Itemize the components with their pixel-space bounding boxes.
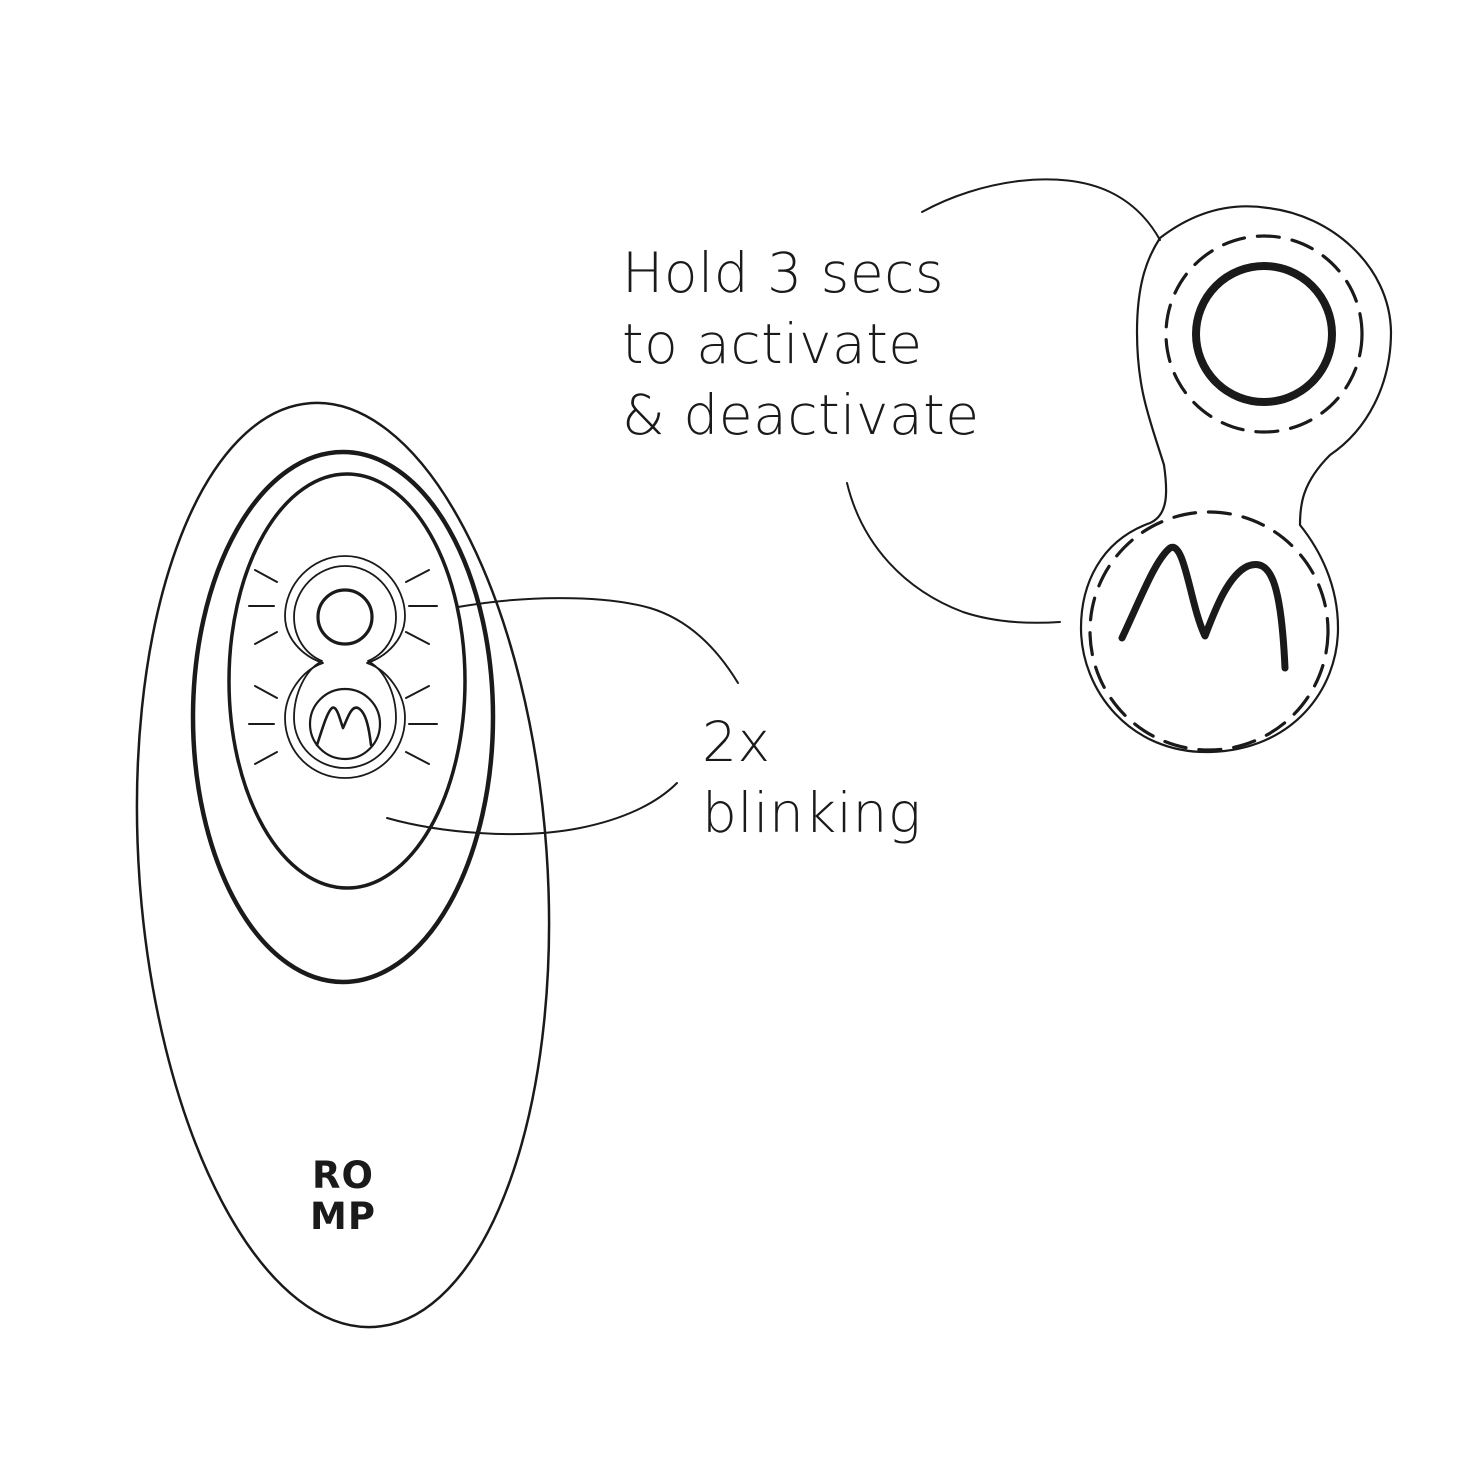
brand-logo: RO MP [300, 1155, 386, 1237]
hold-instruction-line-2: to activate [622, 312, 923, 376]
hold-callout-line-upper [921, 178, 1161, 241]
power-ring-icon-large[interactable] [1192, 262, 1336, 406]
mode-ring-dash-large [1088, 510, 1330, 752]
remote-buttons-inner-outline [293, 565, 397, 769]
blinking-callout-line [457, 597, 739, 684]
blinking-callout-line-lower [386, 782, 678, 836]
brand-logo-line-1: RO [312, 1154, 374, 1197]
mode-button-ring[interactable] [308, 687, 382, 761]
hold-instruction-text: Hold 3 secs to activate & deactivate [622, 238, 980, 451]
power-ring-icon[interactable] [316, 588, 374, 646]
button-outline-large [1079, 205, 1393, 754]
hold-callout-line-lower [846, 482, 1061, 624]
hold-instruction-line-3: & deactivate [622, 383, 980, 447]
remote-outer-shell [135, 401, 551, 1329]
remote-buttons [284, 555, 406, 779]
blink-instruction-text: 2x blinking [702, 707, 921, 849]
m-letter-icon [315, 706, 373, 747]
blink-instruction-line-1: 2x [702, 710, 771, 774]
brand-logo-line-2: MP [310, 1195, 376, 1238]
remote-buttons-outline [284, 555, 406, 779]
blinking-rays-icon [248, 569, 438, 765]
hold-instruction-line-1: Hold 3 secs [622, 241, 945, 305]
m-letter-icon-large [1118, 544, 1289, 672]
power-ring-dash-large [1164, 234, 1364, 434]
blink-instruction-line-2: blinking [702, 781, 922, 845]
remote-button-panel [190, 449, 496, 985]
remote-inner-panel [227, 472, 467, 890]
